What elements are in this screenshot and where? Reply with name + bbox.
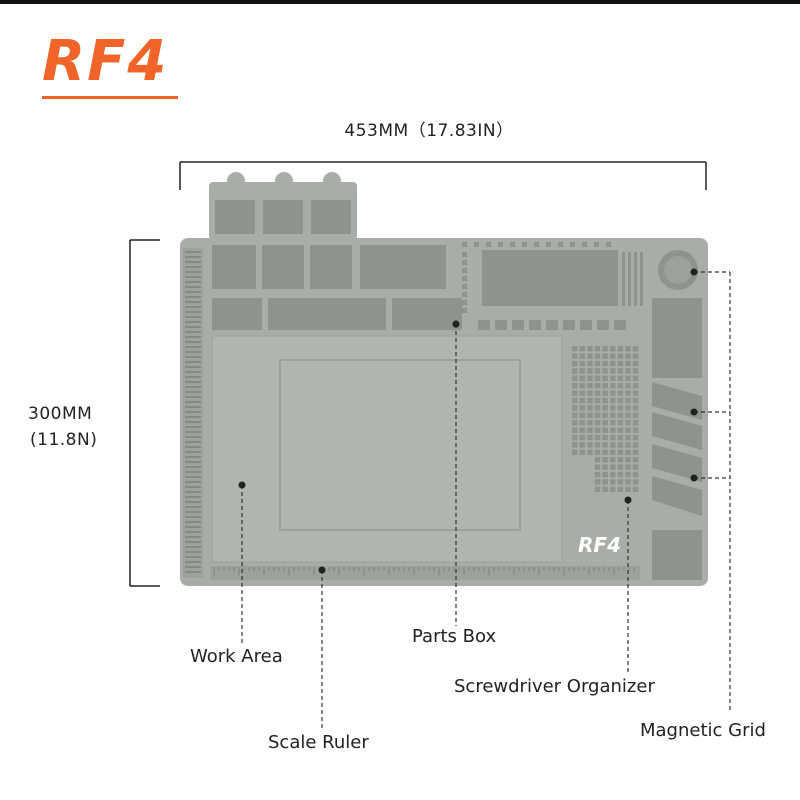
screw-trays: [652, 298, 702, 580]
top-border: [0, 0, 800, 4]
brand-logo-underline: [42, 96, 178, 99]
callout-work-area: Work Area: [190, 646, 283, 667]
mat-logo: RF4: [578, 533, 621, 557]
slot-row: [478, 320, 626, 330]
left-ruler: [183, 248, 203, 578]
callout-magnetic-grid: Magnetic Grid: [640, 720, 766, 741]
height-dimension-label-mm: 300MM: [28, 404, 93, 424]
parts-box-compartments: [212, 245, 618, 330]
callout-markers: [238, 268, 698, 574]
width-dimension-line: [179, 161, 707, 190]
callout-screwdriver-organizer: Screwdriver Organizer: [454, 676, 655, 697]
brand-logo: RF4: [42, 29, 169, 94]
dot-row: [462, 242, 611, 247]
height-dimension-line: [129, 239, 160, 587]
callout-leaders: [241, 271, 731, 730]
top-tray-tabs: [209, 172, 357, 240]
callout-scale-ruler: Scale Ruler: [268, 732, 369, 753]
height-dimension-label-in: (11.8N): [30, 430, 98, 450]
width-dimension-label: 453MM（17.83IN）: [344, 121, 514, 141]
scale-ruler-strip: [210, 566, 640, 580]
work-area: [211, 335, 563, 563]
callout-parts-box: Parts Box: [412, 626, 497, 647]
magnetic-grid: [572, 346, 639, 493]
